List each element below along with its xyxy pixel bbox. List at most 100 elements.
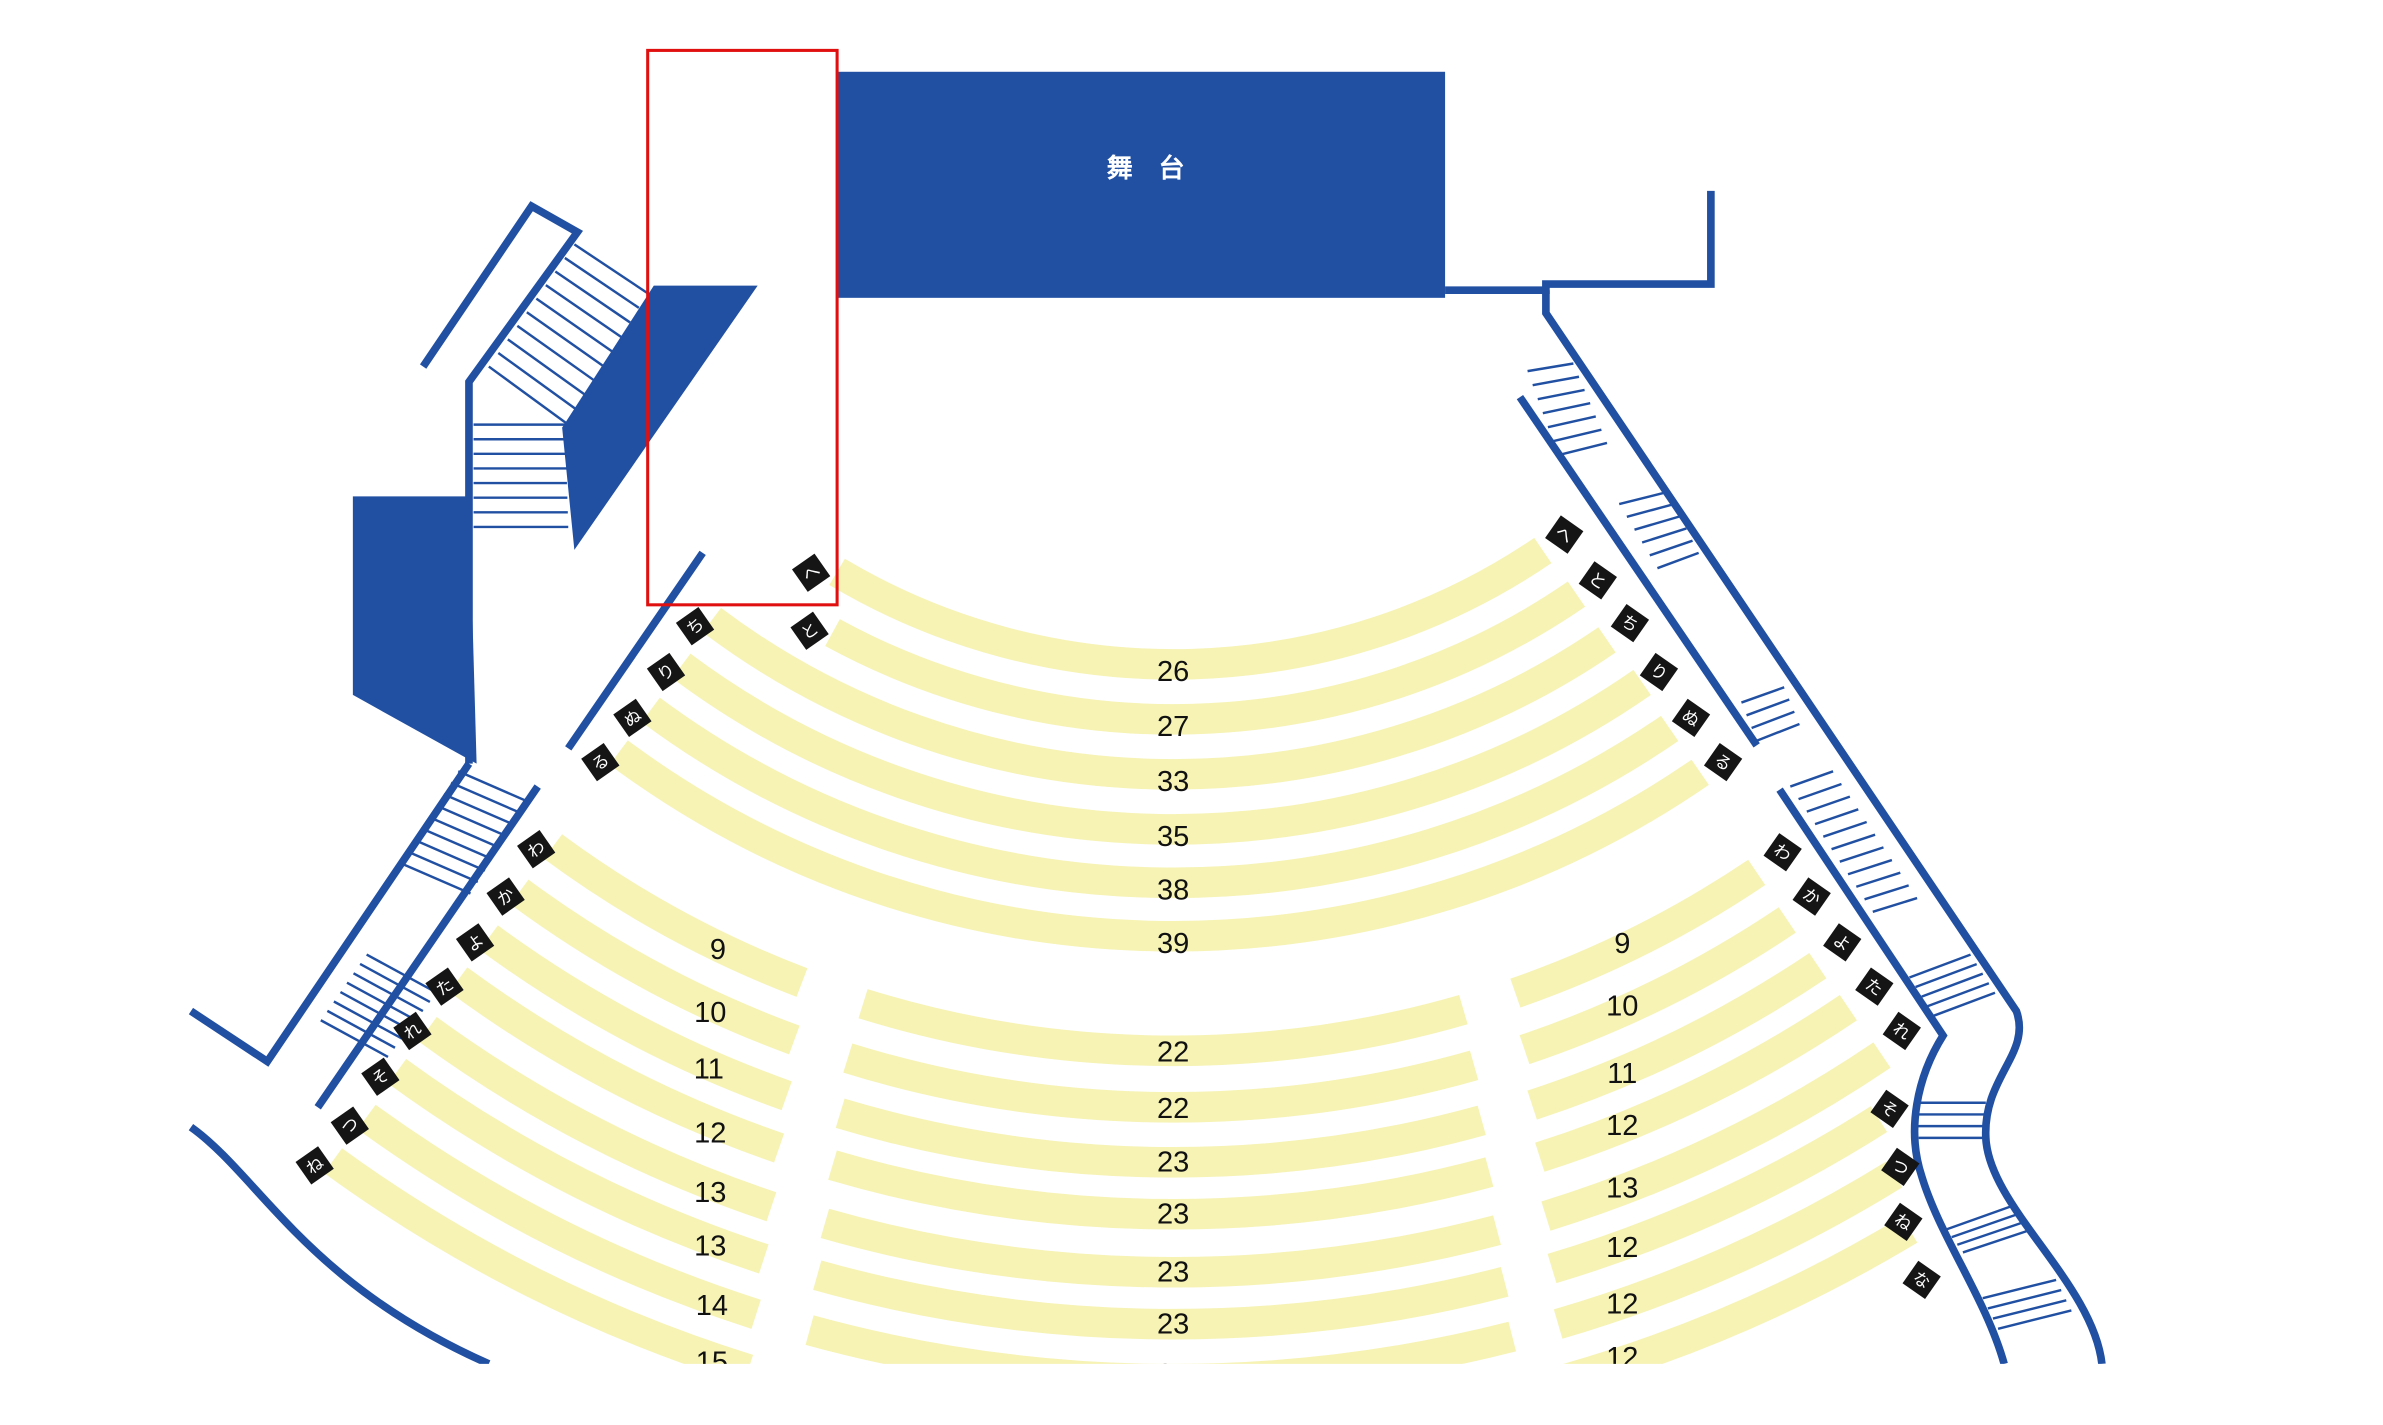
stage [837,71,1446,298]
row-seat-count: 33 [1157,766,1189,798]
row-seat-count: 12 [1606,1232,1638,1264]
row-letter-badge: ね [1884,1202,1923,1242]
seat-row-right [1553,1161,1903,1339]
row-seat-count: 35 [1157,821,1189,853]
row-letter-badge: つ [1881,1147,1920,1187]
row-seat-count: 12 [1606,1110,1638,1142]
row-seat-count: 27 [1157,711,1189,743]
left-inner-wall-upper [565,550,706,751]
seat-row-left [543,834,808,997]
row-seat-count: 15 [696,1347,728,1379]
left-middle-block [352,496,477,764]
row-seat-count: 12 [1606,1289,1638,1321]
row-letter-badge: か [1792,877,1831,916]
row-letter-badge: へ [791,553,831,592]
seat-row [702,607,1616,790]
seat-row-left [324,1148,754,1364]
row-seat-count: 38 [1157,875,1189,907]
row-letter-badge: ぬ [1671,698,1711,737]
row-letter-badge: わ [1763,833,1802,872]
seat-row-left [510,879,800,1055]
row-seat-count: 9 [710,934,726,966]
seat-row-center [828,1150,1494,1230]
row-seat-count: 13 [1606,1172,1638,1204]
row-letter-badge: へ [1545,515,1584,554]
seat-row-left [449,967,785,1163]
row-seat-count: 23 [1157,1256,1189,1288]
stage-label: 舞 台 [1107,153,1185,184]
hall-structure [188,71,2106,1364]
seat-row [609,740,1709,952]
seat-row-center [805,1315,1517,1364]
row-seat-count: 24 [1157,1359,1189,1391]
row-letter-badge: る [1703,742,1743,782]
right-inner-wall-lower [1776,787,2008,1364]
row-seat-count: 14 [696,1290,728,1322]
right-stage-wall [1445,190,1715,295]
seat-row-left [388,1058,769,1274]
row-seat-count: 12 [1606,1342,1638,1374]
seat-row [641,697,1679,899]
row-seat-count: 22 [1157,1036,1189,1068]
row-seat-count: 10 [694,997,726,1029]
row-letter-badge: わ [517,830,556,869]
row-seat-count: 13 [694,1177,726,1209]
row-seat-count: 39 [1157,928,1189,960]
row-letter-badge: そ [1870,1089,1909,1128]
row-letter-badge: り [646,652,686,692]
row-letter-badge: ね [295,1146,334,1185]
seat-row-center [813,1260,1509,1340]
row-letter-badge: と [1578,561,1617,600]
row-letter-badge: よ [455,923,495,962]
row-letter-badge: よ [1823,923,1862,962]
seat-row-right [1535,995,1857,1172]
seat-row-right [1510,859,1766,1008]
row-letter-badge: ち [1610,604,1650,643]
seat-row [825,581,1586,735]
seat-row-center [820,1208,1501,1288]
row-letter-badge: れ [1882,1011,1921,1051]
seat-row-right [1541,1042,1891,1231]
row-letter-badge: つ [330,1106,369,1145]
row-seat-count: 26 [1157,656,1189,688]
row-letter-badge: る [581,742,620,782]
row-seat-count: 23 [1157,1308,1189,1340]
row-seat-count: 12 [694,1117,726,1149]
seat-row-left [357,1104,761,1329]
row-letter-badge: り [1639,652,1679,692]
seat-row [829,537,1552,680]
seat-row-right [1547,1106,1888,1284]
seat-row-center [843,1043,1479,1123]
row-seat-count: 9 [1614,928,1630,960]
row-seat-count: 11 [1607,1058,1637,1090]
row-letter-badge: と [790,611,829,650]
right-outer-wall [1542,290,2106,1364]
row-seat-count: 11 [694,1053,724,1085]
seat-row-left [479,925,792,1111]
left-upper-block [562,285,758,550]
row-seat-count: 22 [1157,1093,1189,1125]
row-seat-count: 10 [1606,991,1638,1023]
seat-row [672,653,1651,845]
seat-rows [324,537,1918,1364]
seat-row-right [1519,907,1796,1065]
row-letter-badge: ぬ [613,698,652,737]
row-seat-count: 23 [1157,1146,1189,1178]
row-seat-count: 13 [694,1230,726,1262]
row-letter-badge: な [1902,1260,1941,1300]
left-bottom-wall [188,1124,491,1364]
seat-row-center [858,989,1468,1067]
row-letter-badge: ち [675,607,715,646]
seat-row-right [1563,1216,1918,1364]
row-letter-badge: か [486,877,525,916]
seat-row-right [1527,952,1827,1120]
row-letter-badge: た [1855,967,1894,1006]
row-letter-badge: た [425,967,464,1006]
left-inner-wall-lower [314,784,541,1110]
row-letter-badge: れ [393,1011,432,1051]
highlight-box [646,48,839,607]
seat-row-center [835,1098,1486,1178]
left-lower-wall [188,761,473,1067]
stair-hatching [320,243,2072,1330]
